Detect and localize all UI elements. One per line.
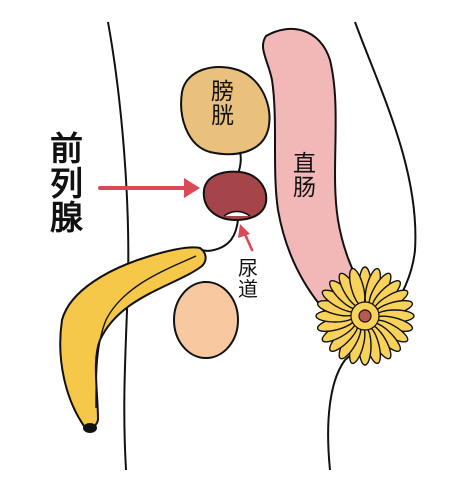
label-prostate-char-1: 前 — [50, 129, 83, 168]
label-urethra-char-2: 道 — [238, 277, 258, 301]
prostate-pointer-head — [184, 178, 200, 198]
urethra-pointer-head — [238, 224, 250, 238]
body-outline-front — [107, 21, 130, 471]
banana-tip — [83, 423, 97, 433]
label-prostate: 前 列 腺 — [50, 129, 83, 238]
label-bladder: 膀 胱 — [211, 80, 234, 128]
label-bladder-char-1: 膀 — [211, 79, 234, 105]
label-rectum: 直 肠 — [293, 152, 316, 200]
label-rectum-char-1: 直 — [293, 151, 316, 177]
flower-center — [358, 309, 372, 323]
bladder-neck — [237, 151, 242, 175]
flower — [315, 266, 415, 366]
label-bladder-char-2: 胱 — [211, 103, 234, 130]
label-urethra-char-1: 尿 — [238, 256, 258, 280]
bladder — [180, 66, 271, 156]
label-urethra: 尿 道 — [238, 258, 258, 300]
banana-inner-line — [95, 255, 197, 409]
prostate-notch — [223, 210, 251, 217]
label-prostate-char-2: 列 — [50, 163, 83, 203]
label-rectum-char-2: 肠 — [293, 175, 316, 202]
prostate — [202, 170, 268, 222]
label-prostate-char-3: 腺 — [50, 198, 83, 238]
urethra-line — [195, 219, 239, 252]
testis — [173, 281, 239, 359]
